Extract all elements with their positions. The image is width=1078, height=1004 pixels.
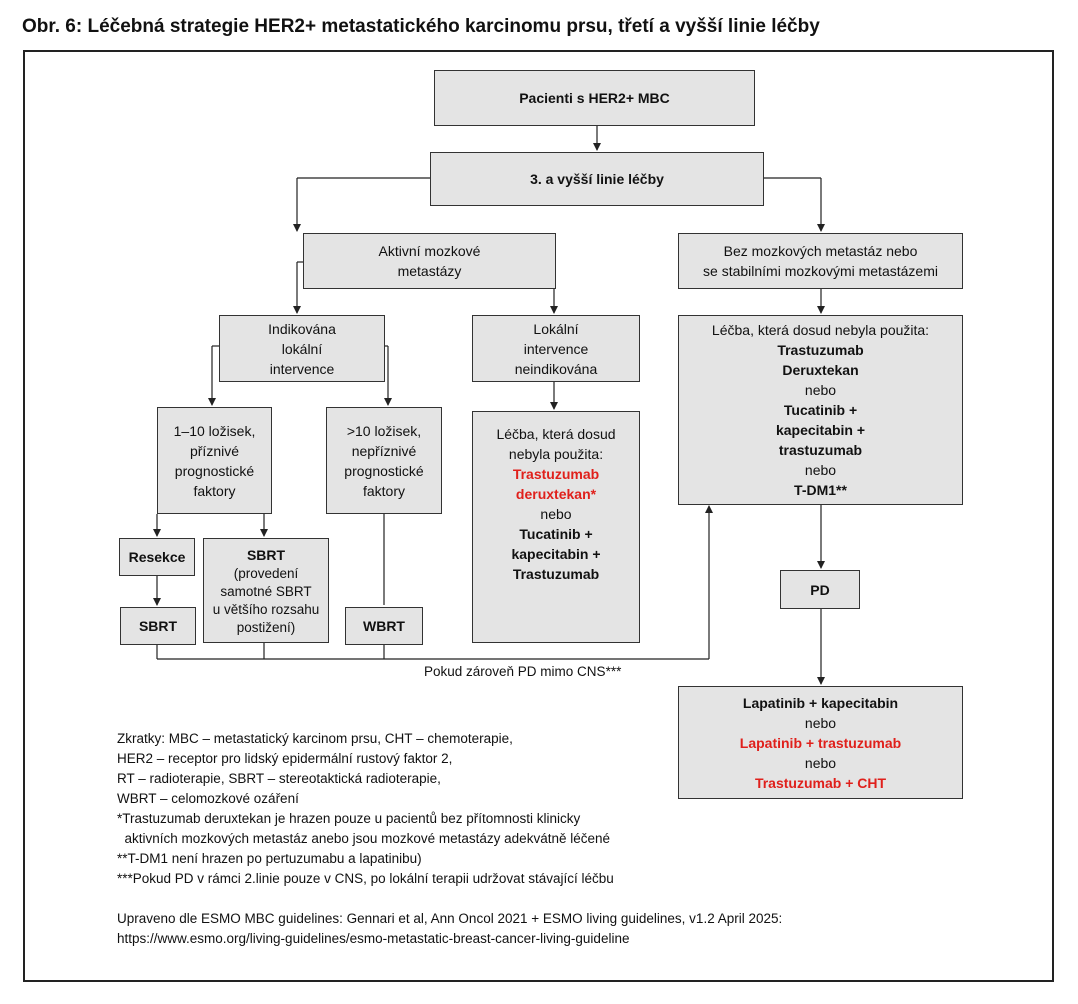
- box-no-brain-line: Bez mozkových metastáz nebo: [723, 243, 918, 259]
- box-right-treatment: Léčba, která dosud nebyla použita: Trast…: [678, 315, 963, 505]
- box-sbrt-main-title: SBRT: [246, 546, 286, 563]
- source-line: Upraveno dle ESMO MBC guidelines: Gennar…: [117, 911, 783, 926]
- box-sbrt-main-line: postižení): [236, 619, 296, 635]
- box-middle-treatment-drug: kapecitabin +: [511, 546, 601, 562]
- box-lesions-1-10-line: 1–10 ložisek,: [173, 422, 256, 439]
- box-lesions-1-10-line: faktory: [193, 482, 236, 499]
- abbreviation-line: RT – radioterapie, SBRT – stereotaktická…: [117, 771, 441, 786]
- box-right-treatment-or: nebo: [804, 382, 837, 398]
- box-sbrt-main-line: samotné SBRT: [220, 583, 312, 599]
- footnote-line: ***Pokud PD v rámci 2.linie pouze v CNS,…: [117, 871, 614, 886]
- box-right-treatment-or: nebo: [804, 462, 837, 478]
- box-patients: Pacienti s HER2+ MBC: [434, 70, 755, 126]
- box-middle-treatment-highlight: Trastuzumab: [512, 466, 600, 482]
- box-no-brain-metastases: Bez mozkových metastáz nebo se stabilním…: [678, 233, 963, 289]
- source-url: https://www.esmo.org/living-guidelines/e…: [117, 931, 630, 946]
- box-wbrt-label: WBRT: [363, 618, 405, 634]
- box-lesions-1-10-line: příznivé: [189, 442, 240, 459]
- box-resection: Resekce: [119, 538, 195, 576]
- box-local-not-indicated-line: intervence: [523, 340, 589, 357]
- abbreviation-line: Zkratky: MBC – metastatický karcinom prs…: [117, 731, 513, 746]
- box-local-indicated-line: lokální: [281, 340, 323, 357]
- diagram-frame: [23, 50, 1054, 982]
- box-patients-label: Pacienti s HER2+ MBC: [519, 90, 670, 106]
- box-lesions-gt10-line: >10 ložisek,: [346, 422, 422, 439]
- box-pd-label: PD: [810, 581, 830, 598]
- box-middle-treatment-intro: Léčba, která dosud: [496, 426, 616, 442]
- box-wbrt: WBRT: [345, 607, 423, 645]
- box-right-treatment-drug: Tucatinib +: [783, 402, 858, 418]
- box-lesions-1-10-line: prognostické: [174, 462, 255, 479]
- box-right-treatment-drug: T-DM1**: [794, 482, 847, 498]
- box-sbrt-main-line: u většího rozsahu: [212, 601, 320, 617]
- box-lesions-gt10-line: nepříznivé: [351, 442, 417, 459]
- box-local-indicated-line: Indikována: [268, 320, 336, 337]
- box-right-treatment-drug: Trastuzumab: [777, 342, 864, 358]
- box-active-brain-metastases: Aktivní mozkové metastázy: [303, 233, 556, 289]
- box-lesions-1-10: 1–10 ložisek, příznivé prognostické fakt…: [157, 407, 272, 514]
- box-no-brain-line: se stabilními mozkovými metastázemi: [703, 263, 938, 279]
- footnote-line: **T-DM1 není hrazen po pertuzumabu a lap…: [117, 851, 422, 866]
- box-final-or: nebo: [804, 714, 837, 731]
- box-third-line: 3. a vyšší linie léčby: [430, 152, 764, 206]
- box-lesions-gt10-line: faktory: [362, 482, 405, 499]
- box-final-drug: Lapatinib + kapecitabin: [742, 694, 899, 711]
- box-right-treatment-drug: kapecitabin +: [775, 422, 866, 438]
- box-middle-treatment-drug: Tucatinib +: [519, 526, 593, 542]
- box-active-brain-line: metastázy: [397, 263, 462, 279]
- box-middle-treatment-or: nebo: [540, 506, 572, 522]
- box-final-highlight: Lapatinib + trastuzumab: [739, 734, 902, 751]
- box-sbrt-main: SBRT (provedení samotné SBRT u většího r…: [203, 538, 329, 643]
- box-local-not-indicated-line: Lokální: [533, 320, 579, 337]
- box-final-treatment: Lapatinib + kapecitabin nebo Lapatinib +…: [678, 686, 963, 799]
- box-resection-label: Resekce: [128, 549, 186, 565]
- box-middle-treatment-highlight: deruxtekan*: [515, 486, 597, 502]
- pd-outside-cns-note: Pokud zároveň PD mimo CNS***: [424, 664, 622, 679]
- footnote-line: *Trastuzumab deruxtekan je hrazen pouze …: [117, 811, 581, 826]
- box-local-indicated-line: intervence: [269, 360, 335, 377]
- abbreviation-line: WBRT – celomozkové ozáření: [117, 791, 299, 806]
- box-final-highlight: Trastuzumab + CHT: [754, 774, 887, 791]
- box-local-intervention-indicated: Indikována lokální intervence: [219, 315, 385, 382]
- box-active-brain-line: Aktivní mozkové: [378, 243, 481, 259]
- box-right-treatment-intro: Léčba, která dosud nebyla použita:: [711, 322, 930, 338]
- box-lesions-gt-10: >10 ložisek, nepříznivé prognostické fak…: [326, 407, 442, 514]
- box-third-line-label: 3. a vyšší linie léčby: [530, 171, 664, 187]
- figure-title: Obr. 6: Léčebná strategie HER2+ metastat…: [22, 16, 820, 37]
- box-middle-treatment: Léčba, která dosud nebyla použita: Trast…: [472, 411, 640, 643]
- box-local-not-indicated-line: neindikována: [514, 360, 598, 377]
- box-sbrt-after-resection: SBRT: [120, 607, 196, 645]
- box-right-treatment-drug: Deruxtekan: [782, 362, 859, 378]
- box-lesions-gt10-line: prognostické: [344, 462, 424, 479]
- footnote-line: aktivních mozkových metastáz anebo jsou …: [117, 831, 611, 846]
- box-right-treatment-drug: trastuzumab: [778, 442, 863, 458]
- box-local-intervention-not-indicated: Lokální intervence neindikována: [472, 315, 640, 382]
- box-pd: PD: [780, 570, 860, 609]
- abbreviation-line: HER2 – receptor pro lidský epidermální r…: [117, 751, 453, 766]
- box-middle-treatment-intro: nebyla použita:: [508, 446, 604, 462]
- box-sbrt-main-line: (provedení: [233, 565, 299, 581]
- box-middle-treatment-drug: Trastuzumab: [512, 566, 600, 582]
- box-sbrt-after-label: SBRT: [138, 618, 178, 634]
- box-final-or: nebo: [804, 754, 837, 771]
